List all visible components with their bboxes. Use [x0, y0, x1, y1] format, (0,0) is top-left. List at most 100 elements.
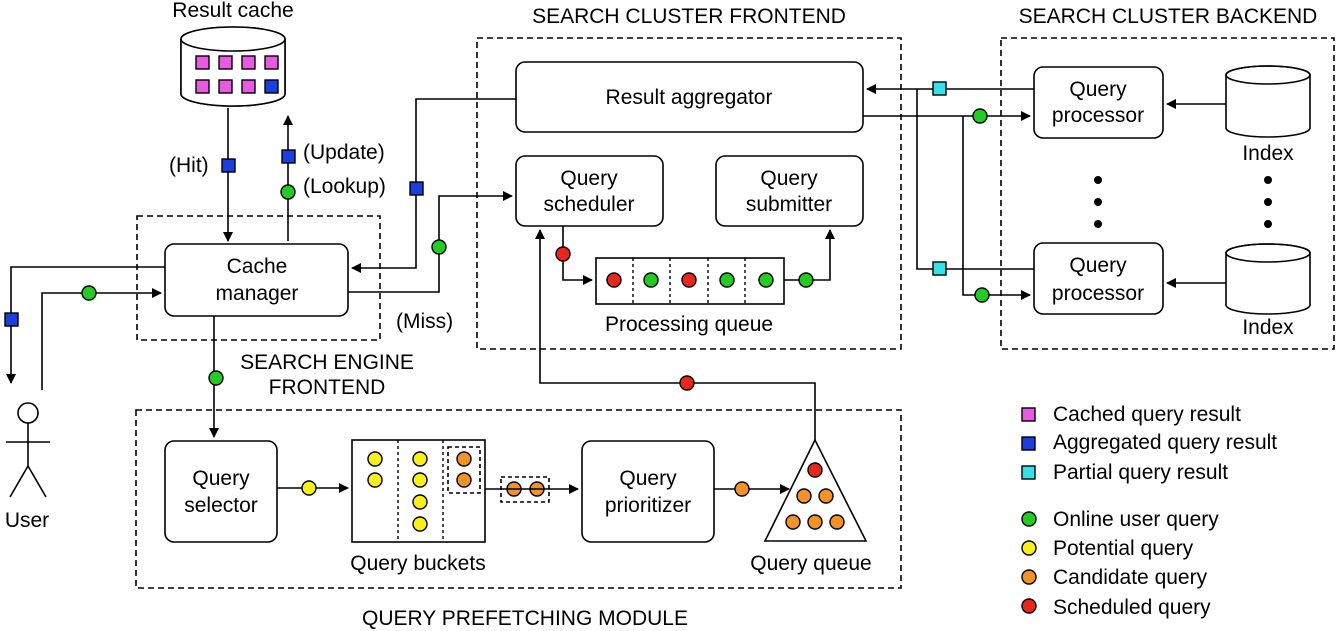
scheduled-query-marker [555, 246, 571, 262]
cached-query-result-marker [195, 79, 210, 94]
scheduler-to-queue-arrow [562, 226, 593, 285]
result-cache-label: Result cache [172, 0, 293, 22]
scheduled-query-marker [606, 272, 622, 288]
aggregated-query-result-marker [281, 149, 296, 164]
partial-query-result-marker [932, 81, 947, 96]
query-prioritizer-label-1: Query [619, 467, 677, 490]
potential-query-marker [412, 494, 428, 510]
legend-partial-label: Partial query result [1053, 461, 1228, 484]
index-top-cylinder [1225, 65, 1311, 138]
legend-scheduled-swatch [1021, 598, 1037, 614]
online-user-query-marker [798, 272, 814, 288]
query-selector-label-1: Query [192, 467, 250, 490]
query-selector-box [164, 440, 278, 543]
legend-aggregated-label: Aggregated query result [1053, 431, 1277, 454]
user-icon [6, 402, 50, 498]
search-cluster-backend-title: SEARCH CLUSTER BACKEND [1019, 5, 1318, 28]
candidate-query-marker [456, 472, 472, 488]
online-user-query-marker [719, 272, 735, 288]
potential-query-marker [412, 451, 428, 467]
query-selector-label-2: selector [184, 494, 258, 517]
lookup-label: (Lookup) [303, 175, 386, 198]
legend-cached-label: Cached query result [1053, 403, 1241, 426]
query-prioritizer-label-2: prioritizer [605, 494, 691, 517]
query-processor-bottom-label-2: processor [1052, 282, 1144, 305]
cached-query-result-marker [264, 55, 279, 70]
query-scheduler-label-2: scheduler [543, 193, 634, 216]
legend: Cached query result Aggregated query res… [1021, 403, 1277, 619]
search-engine-frontend-region [136, 215, 381, 341]
more-indexes-ellipsis [1264, 176, 1272, 228]
cache-manager-box [164, 243, 349, 317]
aggregated-query-result-marker [264, 79, 279, 94]
legend-cached-swatch [1021, 407, 1036, 422]
result-cache [180, 26, 286, 107]
online-user-query-marker [643, 272, 659, 288]
scheduled-query-marker [807, 462, 823, 478]
user-label: User [5, 509, 49, 532]
potential-query-marker [412, 472, 428, 488]
potential-query-marker [367, 451, 383, 467]
query-buckets-label: Query buckets [350, 552, 485, 575]
online-user-query-marker [81, 285, 97, 301]
query-prefetching-module-region [135, 409, 902, 589]
cached-result-grid [195, 55, 279, 94]
cached-query-result-marker [241, 79, 256, 94]
candidate-query-marker [818, 488, 834, 504]
candidate-query-marker [807, 514, 823, 530]
legend-partial-swatch [1021, 465, 1036, 480]
cache-manager-to-user-arrow [6, 266, 165, 384]
candidate-query-marker [456, 451, 472, 467]
processing-queue-label: Processing queue [605, 313, 773, 336]
legend-candidate-swatch [1021, 569, 1037, 585]
query-queue-to-scheduler-arrow [535, 229, 816, 440]
user-to-cache-manager-arrow [41, 288, 162, 390]
query-prefetching-module-title: QUERY PREFETCHING MODULE [362, 607, 688, 630]
aggregator-to-processor-bottom-arrow [962, 116, 1031, 300]
index-bottom-label: Index [1242, 316, 1294, 339]
query-processor-bottom-label-1: Query [1069, 254, 1127, 277]
candidate-query-marker [829, 514, 845, 530]
cache-manager-label-2: manager [216, 282, 299, 305]
query-prioritizer-box [581, 440, 715, 543]
search-cluster-frontend-region [476, 37, 902, 350]
update-label: (Update) [303, 141, 385, 164]
online-user-query-marker [972, 108, 988, 124]
miss-arrow [348, 191, 513, 293]
query-queue [763, 438, 868, 542]
legend-potential-swatch [1021, 540, 1037, 556]
hit-label: (Hit) [169, 154, 209, 177]
result-aggregator-label: Result aggregator [606, 86, 773, 109]
candidate-query-marker [796, 488, 812, 504]
query-processor-top-label-1: Query [1069, 78, 1127, 101]
search-engine-frontend-title-2: FRONTEND [269, 376, 386, 399]
partial-query-result-marker [932, 261, 947, 276]
online-user-query-marker [280, 184, 296, 200]
legend-online-label: Online user query [1053, 508, 1219, 531]
query-submitter-label-1: Query [760, 167, 818, 190]
legend-scheduled-label: Scheduled query [1053, 596, 1211, 619]
cached-query-result-marker [241, 55, 256, 70]
search-cluster-frontend-title: SEARCH CLUSTER FRONTEND [532, 5, 846, 28]
search-cluster-backend-region [1000, 37, 1335, 350]
processor-bottom-to-aggregator-line [916, 89, 1034, 270]
aggregated-query-result-marker [221, 158, 236, 173]
index-bottom-cylinder [1225, 243, 1311, 315]
legend-potential-label: Potential query [1053, 537, 1194, 560]
processing-queue [595, 257, 785, 305]
aggregated-query-result-marker [4, 312, 19, 327]
online-user-query-marker [431, 239, 447, 255]
query-buckets [351, 439, 486, 543]
search-engine-frontend-title-1: SEARCH ENGINE [240, 351, 414, 374]
online-user-query-marker [758, 272, 774, 288]
cache-manager-label-1: Cache [227, 255, 288, 278]
legend-aggregated-swatch [1021, 436, 1036, 451]
legend-candidate-label: Candidate query [1053, 566, 1208, 589]
query-processor-top-box [1033, 66, 1164, 139]
potential-query-marker [301, 480, 317, 496]
potential-query-marker [367, 472, 383, 488]
query-submitter-label-2: submitter [746, 193, 832, 216]
query-submitter-box [715, 155, 864, 227]
cached-query-result-marker [218, 79, 233, 94]
